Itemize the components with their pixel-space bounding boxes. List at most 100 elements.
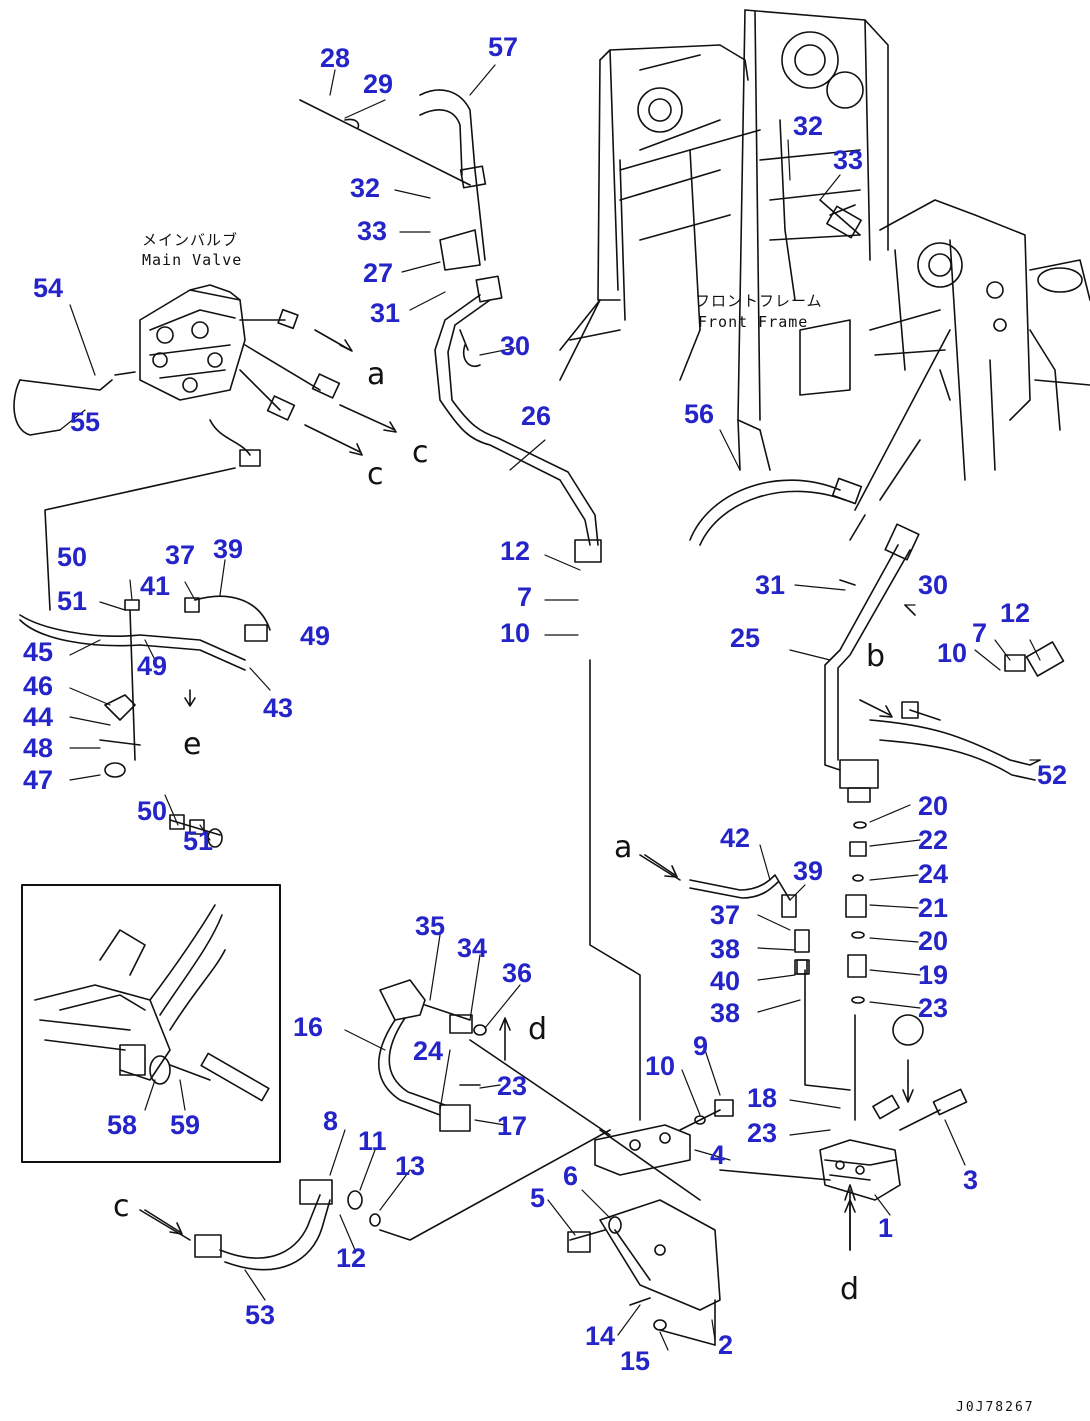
- hose-26-57-drawing: [299, 89, 602, 563]
- flow-letter-c3: c: [113, 1189, 130, 1224]
- callout-50b: 50: [137, 796, 168, 826]
- callout-29: 29: [363, 69, 394, 99]
- flow-letter-a2: a: [614, 830, 633, 865]
- callout-36: 36: [502, 958, 533, 988]
- callout-49: 49: [300, 621, 331, 651]
- callout-59: 59: [170, 1110, 201, 1140]
- callout-23: 23: [918, 993, 949, 1023]
- callout-56: 56: [684, 399, 715, 429]
- hose-16-drawing: [378, 979, 487, 1132]
- callout-11: 11: [358, 1126, 387, 1156]
- drawing-code: J0J78267: [956, 1400, 1035, 1415]
- callout-14: 14: [585, 1321, 616, 1351]
- callout-28: 28: [320, 43, 351, 73]
- callout-10: 10: [500, 618, 531, 648]
- callout-40: 40: [710, 966, 741, 996]
- callout-21: 21: [918, 893, 949, 923]
- callout-39: 39: [213, 534, 244, 564]
- callout-15: 15: [620, 1346, 651, 1376]
- callout-33: 33: [357, 216, 388, 246]
- callout-34: 34: [457, 933, 488, 963]
- main-valve-label-jp: メインバルブ: [142, 231, 239, 249]
- callout-41: 41: [140, 571, 171, 601]
- callout-51: 51: [57, 586, 88, 616]
- block-4-drawing: [379, 659, 831, 1241]
- callout-52: 52: [1037, 760, 1068, 790]
- callout-43: 43: [263, 693, 294, 723]
- callout-31: 31: [370, 298, 401, 328]
- callout-57: 57: [488, 32, 519, 62]
- flow-letter-d2: d: [840, 1272, 860, 1307]
- callout-6: 6: [563, 1161, 579, 1191]
- flow-letter-c2: c: [367, 457, 384, 492]
- callout-51b: 51: [183, 826, 214, 856]
- callout-44: 44: [23, 702, 54, 732]
- callout-32: 32: [350, 173, 381, 203]
- callout-13: 13: [395, 1151, 426, 1181]
- front-frame-label-jp: フロントフレーム: [695, 292, 823, 310]
- callout-16: 16: [293, 1012, 324, 1042]
- callout-18: 18: [747, 1083, 778, 1113]
- callout-30: 30: [500, 331, 531, 361]
- hose-53-drawing: [139, 1179, 721, 1346]
- callout-12c: 12: [336, 1243, 367, 1273]
- callout-50: 50: [57, 542, 88, 572]
- callout-54: 54: [33, 273, 64, 303]
- callout-42: 42: [720, 823, 751, 853]
- callout-4: 4: [710, 1140, 726, 1170]
- callout-17: 17: [497, 1111, 528, 1141]
- main-valve-drawing: [13, 284, 341, 467]
- callout-3: 3: [963, 1165, 979, 1195]
- inset-detail: [21, 884, 281, 1163]
- callout-19: 19: [918, 960, 949, 990]
- callout-58: 58: [107, 1110, 138, 1140]
- callout-7: 7: [517, 582, 533, 612]
- callout-10b: 10: [937, 638, 968, 668]
- callout-12b: 12: [1000, 598, 1031, 628]
- callout-46: 46: [23, 671, 54, 701]
- callout-12: 12: [500, 536, 531, 566]
- callout-37: 37: [165, 540, 196, 570]
- front-frame-drawing: [559, 9, 1090, 481]
- callout-38: 38: [710, 934, 741, 964]
- hose-43-drawing: [19, 467, 271, 848]
- callout-55: 55: [70, 407, 101, 437]
- callout-53: 53: [245, 1300, 276, 1330]
- callout-23c: 23: [747, 1118, 778, 1148]
- callout-31b: 31: [755, 570, 786, 600]
- front-frame-label-en: Front Frame: [698, 313, 809, 331]
- callout-20: 20: [918, 791, 949, 821]
- callout-9: 9: [693, 1031, 709, 1061]
- callout-24: 24: [918, 859, 949, 889]
- hose-42-drawing: [639, 854, 924, 1081]
- callout-30b: 30: [918, 570, 949, 600]
- callout-1: 1: [878, 1213, 894, 1243]
- main-valve-label-en: Main Valve: [142, 251, 243, 269]
- leader-lines: [59, 64, 1041, 1351]
- callout-5: 5: [530, 1183, 546, 1213]
- callout-39b: 39: [793, 856, 824, 886]
- callout-26: 26: [521, 401, 552, 431]
- callout-27: 27: [363, 258, 394, 288]
- callout-38b: 38: [710, 998, 741, 1028]
- callout-7b: 7: [972, 618, 988, 648]
- callout-25: 25: [730, 623, 761, 653]
- callout-10c: 10: [645, 1051, 676, 1081]
- callout-45: 45: [23, 637, 54, 667]
- flow-letter-a1: a: [367, 357, 386, 392]
- callout-47: 47: [23, 765, 54, 795]
- flow-arrows: [144, 329, 914, 1251]
- callout-35: 35: [415, 911, 446, 941]
- callout-33b: 33: [833, 145, 864, 175]
- callout-24b: 24: [413, 1036, 444, 1066]
- callout-32b: 32: [793, 111, 824, 141]
- callout-49b: 49: [137, 651, 168, 681]
- callout-2: 2: [718, 1330, 734, 1360]
- flow-letter-e: e: [183, 727, 202, 762]
- callout-20b: 20: [918, 926, 949, 956]
- callout-23b: 23: [497, 1071, 528, 1101]
- callout-8: 8: [323, 1106, 339, 1136]
- flow-letter-b: b: [866, 639, 886, 674]
